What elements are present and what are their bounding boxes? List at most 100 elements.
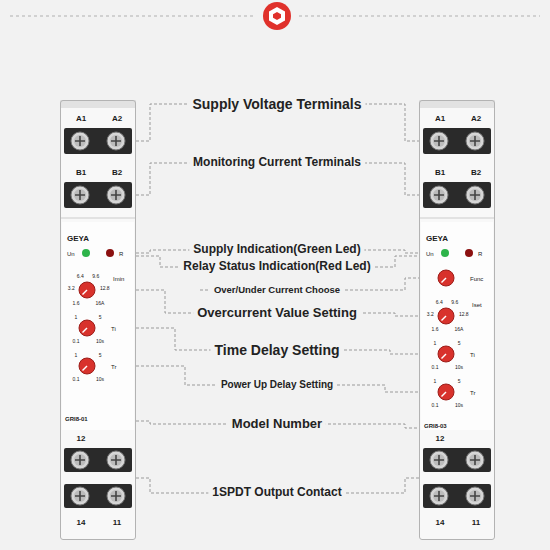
front-panel bbox=[421, 222, 493, 430]
leader-lines bbox=[136, 104, 419, 493]
panel-divider bbox=[60, 218, 136, 219]
relay-marking: Ti bbox=[111, 326, 116, 332]
relay-marking: A1 bbox=[76, 115, 86, 123]
terminal-screw bbox=[430, 186, 448, 204]
relay-marking: 12.8 bbox=[459, 312, 469, 317]
relay-marking: 0.1 bbox=[431, 365, 438, 370]
logo-mark-inner bbox=[273, 12, 281, 20]
relay-marking: Iset bbox=[472, 302, 482, 308]
terminal-window bbox=[423, 182, 491, 208]
terminal-screw bbox=[71, 186, 89, 204]
relay-body bbox=[60, 100, 136, 540]
terminal-window bbox=[423, 448, 491, 472]
terminal-window bbox=[64, 484, 132, 508]
terminal-screw bbox=[107, 132, 125, 150]
terminal-window bbox=[423, 484, 491, 508]
terminal-screw bbox=[71, 132, 89, 150]
relay-marking: Tr bbox=[470, 390, 475, 396]
relay-marking: 1.6 bbox=[431, 327, 438, 332]
relay-marking: Imin bbox=[113, 276, 124, 282]
relay-marking: Un bbox=[426, 251, 434, 257]
relay-marking: 11 bbox=[113, 519, 121, 527]
relay-marking: R bbox=[119, 251, 123, 257]
relay-marking: B2 bbox=[112, 169, 122, 177]
relay-marking: R bbox=[478, 251, 482, 257]
callout-label: Supply Voltage Terminals bbox=[188, 96, 365, 112]
relay-marking: 14 bbox=[436, 519, 445, 527]
relay-marking: 0.1 bbox=[431, 403, 438, 408]
terminal-window bbox=[64, 182, 132, 208]
relay-housing bbox=[60, 100, 136, 540]
logo-mark bbox=[269, 7, 285, 25]
relay-marking: 14 bbox=[77, 519, 86, 527]
relay-marking: 16A bbox=[96, 301, 105, 306]
setting-knob bbox=[438, 308, 454, 324]
relay-marking: 5 bbox=[458, 340, 461, 345]
relay-marking: 16A bbox=[455, 327, 464, 332]
terminal-screw bbox=[107, 451, 125, 469]
relay-marking: A2 bbox=[471, 115, 481, 123]
relay-marking: 12.8 bbox=[100, 286, 110, 291]
relay-marking: GEYA bbox=[426, 235, 448, 243]
terminal-screw bbox=[430, 451, 448, 469]
terminal-screw bbox=[71, 487, 89, 505]
relay-marking: GEYA bbox=[67, 235, 89, 243]
callout-label: Time Delay Setting bbox=[210, 342, 343, 358]
relay-marking: A1 bbox=[435, 115, 445, 123]
terminal-window bbox=[64, 128, 132, 154]
relay-marking: 9.6 bbox=[451, 299, 458, 304]
relay-marking: Un bbox=[67, 251, 75, 257]
leader-line bbox=[136, 366, 419, 392]
relay-marking: B1 bbox=[435, 169, 445, 177]
terminal-screw bbox=[466, 132, 484, 150]
callout-label: 1SPDT Output Contact bbox=[208, 486, 345, 500]
relay-marking: 11 bbox=[472, 519, 480, 527]
setting-knob bbox=[438, 270, 454, 286]
terminal-screw bbox=[466, 451, 484, 469]
relay-marking: Ti bbox=[470, 352, 475, 358]
callout-label: Overcurrent Value Setting bbox=[193, 306, 361, 321]
green-led bbox=[441, 249, 449, 257]
relay-module: A1A2B1B2GEYAUnRFuncIset1.63.26.49.612.81… bbox=[419, 100, 495, 540]
callout-label: Relay Status Indication(Red Led) bbox=[179, 260, 374, 274]
callout-label: Over/Under Current Choose bbox=[210, 285, 344, 296]
red-led bbox=[106, 249, 114, 257]
relay-marking: 1 bbox=[75, 352, 78, 357]
terminal-screw bbox=[71, 451, 89, 469]
relay-marking: A2 bbox=[112, 115, 122, 123]
relay-marking: 0.1 bbox=[72, 339, 79, 344]
terminal-screw bbox=[430, 132, 448, 150]
setting-knob bbox=[79, 358, 95, 374]
relay-marking: 3.2 bbox=[68, 286, 75, 291]
housing-top bbox=[60, 100, 136, 108]
logo-circle bbox=[263, 2, 291, 30]
relay-marking: B1 bbox=[76, 169, 86, 177]
relay-marking: B2 bbox=[471, 169, 481, 177]
setting-knob bbox=[79, 320, 95, 336]
brand-logo bbox=[10, 2, 540, 30]
housing-top bbox=[419, 100, 495, 108]
relay-marking: 1 bbox=[434, 378, 437, 383]
terminal-window bbox=[423, 128, 491, 154]
terminal-screw bbox=[466, 186, 484, 204]
setting-knob bbox=[438, 384, 454, 400]
callout-label: Supply Indication(Green Led) bbox=[189, 243, 364, 257]
relay-marking: 5 bbox=[458, 378, 461, 383]
relay-module: A1A2B1B2GEYAUnRImin1.63.26.49.612.816ATi… bbox=[60, 100, 136, 540]
relay-marking: Tr bbox=[111, 364, 116, 370]
callout-label: Model Number bbox=[228, 417, 326, 432]
relay-marking: 12 bbox=[436, 435, 445, 443]
relay-marking: 1 bbox=[434, 340, 437, 345]
setting-knob bbox=[79, 282, 95, 298]
terminal-screw bbox=[107, 186, 125, 204]
terminal-screw bbox=[466, 487, 484, 505]
relay-marking: 10s bbox=[455, 403, 463, 408]
relay-marking: 9.6 bbox=[92, 273, 99, 278]
relay-marking: 1.6 bbox=[72, 301, 79, 306]
panel-divider bbox=[419, 218, 495, 219]
front-panel bbox=[62, 222, 134, 430]
terminal-window bbox=[64, 448, 132, 472]
relay-marking: 1 bbox=[75, 314, 78, 319]
red-led bbox=[465, 249, 473, 257]
